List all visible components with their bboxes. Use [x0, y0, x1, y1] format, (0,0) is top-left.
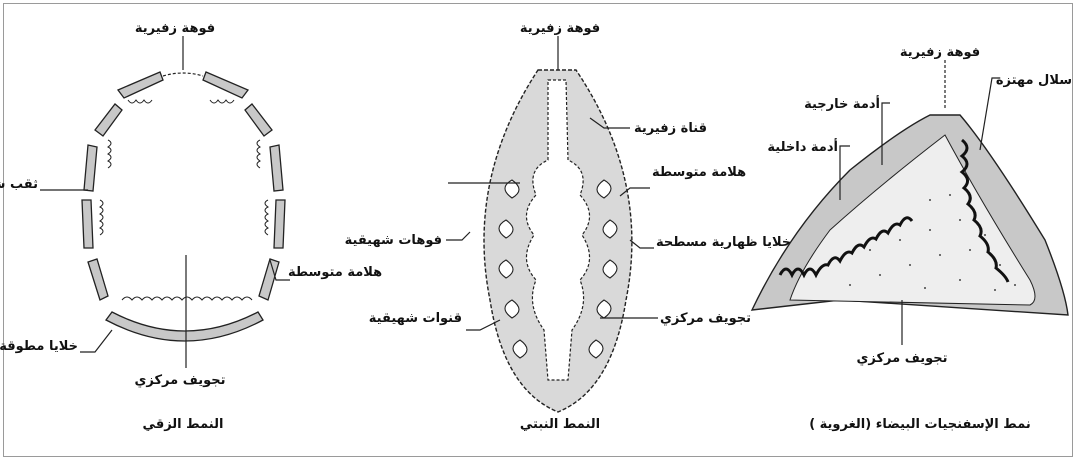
asconoid-wall-segment [84, 145, 97, 191]
leuconoid-chambers-label: سلال مهتزة [996, 73, 1072, 88]
syconoid-pinacocytes-leader [630, 240, 654, 248]
leuconoid-chambers-leader [980, 78, 1000, 150]
syconoid-spongocoel-label: تجويف مركزي [660, 311, 751, 326]
asconoid-choanocytes [100, 100, 268, 300]
asconoid-wall-segment [203, 72, 248, 98]
asconoid-caption: النمط الزقي [143, 417, 224, 432]
asconoid-choanocytes-leader [80, 330, 112, 352]
asconoid-osculum-gap [163, 73, 203, 76]
asconoid-wall-segment [270, 145, 283, 191]
asconoid-wall-segment [245, 104, 272, 136]
asconoid-diagram: فوهة زفيرية ثقب شهيقي هلامة متوسطة خلايا… [0, 21, 382, 432]
syconoid-canal-label: قناة زفيرية [634, 121, 707, 136]
syconoid-mesohyl-label: هلامة متوسطة [652, 165, 746, 180]
syconoid-pores-label: فوهات شهيقية [345, 233, 442, 248]
asconoid-wall-segment [88, 259, 108, 300]
syconoid-pores-leader [446, 232, 470, 240]
asconoid-mesohyl-label: هلامة متوسطة [288, 265, 382, 280]
syconoid-osculum-label: فوهة زفيرية [520, 21, 600, 36]
leuconoid-osculum-label: فوهة زفيرية [900, 45, 980, 60]
syconoid-caption: النمط النبتي [520, 417, 600, 432]
asconoid-wall-segment [95, 104, 122, 136]
leuconoid-inner-label: أدمة داخلية [767, 138, 838, 155]
syconoid-diagram: فوهة زفيرية قناة زفيرية هلامة متوسطة فوه… [345, 21, 792, 432]
asconoid-base-wall [106, 312, 263, 341]
asconoid-wall-segment [118, 72, 163, 98]
asconoid-wall-segment [82, 200, 93, 248]
syconoid-pinacocytes-label: خلايا ظهارية مسطحة [656, 235, 791, 250]
asconoid-wall-segment [274, 200, 285, 248]
leuconoid-spongocoel-label: تجويف مركزي [857, 351, 948, 366]
asconoid-spongocoel-label: تجويف مركزي [135, 373, 226, 388]
leuconoid-caption: نمط الإسفنجيات البيضاء (الغروية ) [809, 417, 1031, 432]
asconoid-ostium-label: ثقب شهيقي [0, 177, 38, 192]
leuconoid-outer-label: أدمة خارجية [804, 95, 880, 112]
syconoid-incurrent-label: قنوات شهيقية [369, 311, 462, 326]
leuconoid-diagram: فوهة زفيرية سلال مهتزة أدمة خارجية أدمة … [752, 45, 1072, 432]
asconoid-choanocytes-label: خلايا مطوقة [0, 339, 78, 354]
asconoid-osculum-label: فوهة زفيرية [135, 21, 215, 36]
